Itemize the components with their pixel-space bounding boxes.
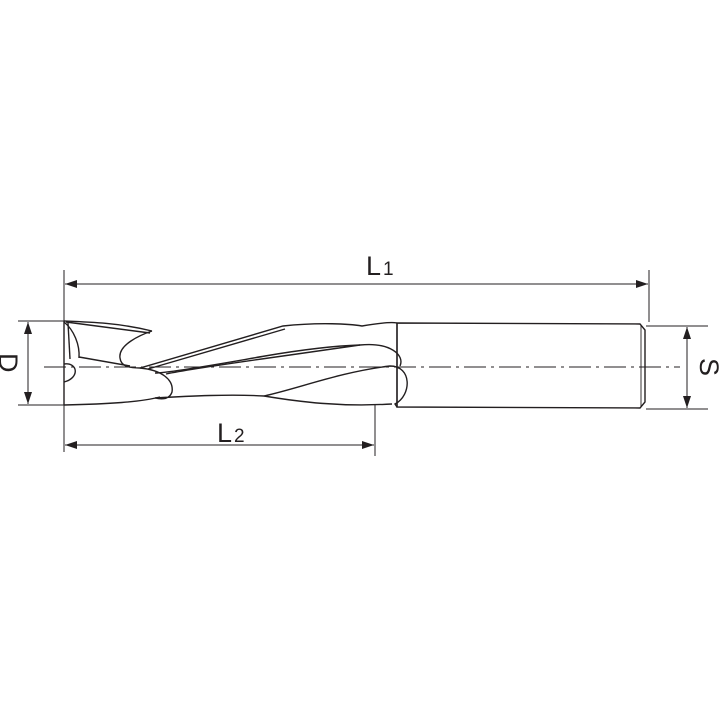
label-d: D (0, 353, 23, 373)
end-mill-body (63, 320, 646, 409)
label-s: S (694, 358, 720, 376)
dimension-d (18, 320, 64, 406)
dimension-l1 (63, 270, 650, 452)
dimension-s (646, 325, 708, 410)
shank (396, 322, 646, 409)
dimension-l2 (65, 405, 376, 456)
